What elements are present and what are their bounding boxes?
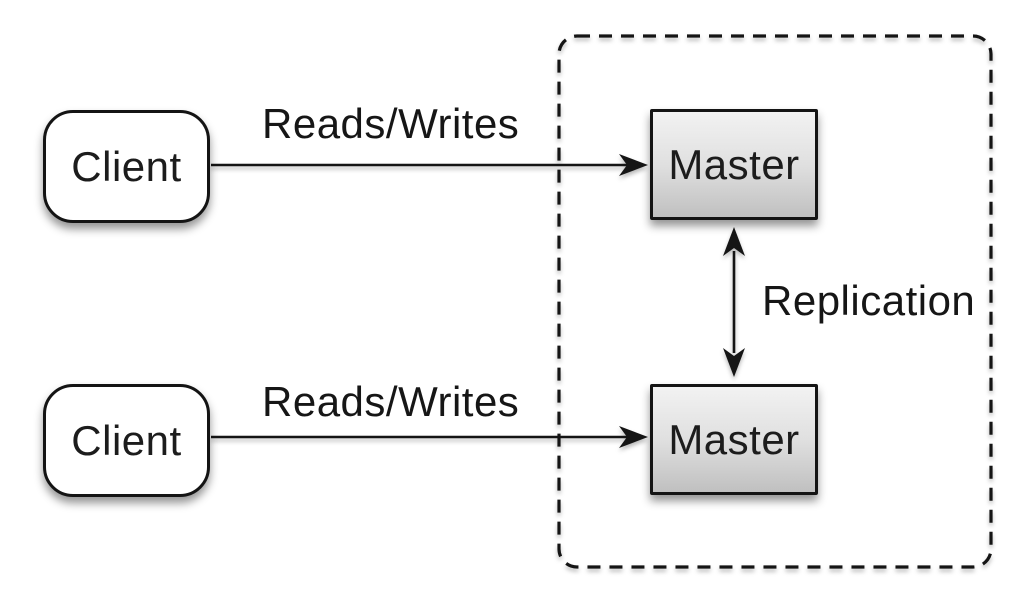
edge-label-reads-writes-top: Reads/Writes: [262, 100, 520, 147]
edge-label-reads-writes-bottom: Reads/Writes: [262, 378, 520, 425]
arrowhead-right-icon: [619, 154, 648, 176]
node-client-bottom: Client: [43, 384, 210, 497]
edge-reads-writes-top-arrow: [211, 154, 648, 176]
arrowhead-right-icon: [619, 426, 648, 448]
edge-reads-writes-bottom-arrow: [211, 426, 648, 448]
edge-replication-arrow: [723, 227, 745, 377]
node-master-top: Master: [650, 109, 818, 220]
node-client-top: Client: [43, 110, 210, 223]
arrowhead-up-icon: [723, 227, 745, 256]
node-master-bottom: Master: [650, 384, 818, 495]
node-master-top-label: Master: [668, 140, 800, 188]
node-client-top-label: Client: [71, 142, 182, 190]
arrowhead-down-icon: [723, 348, 745, 377]
edge-label-replication: Replication: [762, 277, 976, 324]
masters-group-dashed-border: [557, 34, 993, 569]
node-client-bottom-label: Client: [71, 416, 182, 464]
node-master-bottom-label: Master: [668, 415, 800, 463]
